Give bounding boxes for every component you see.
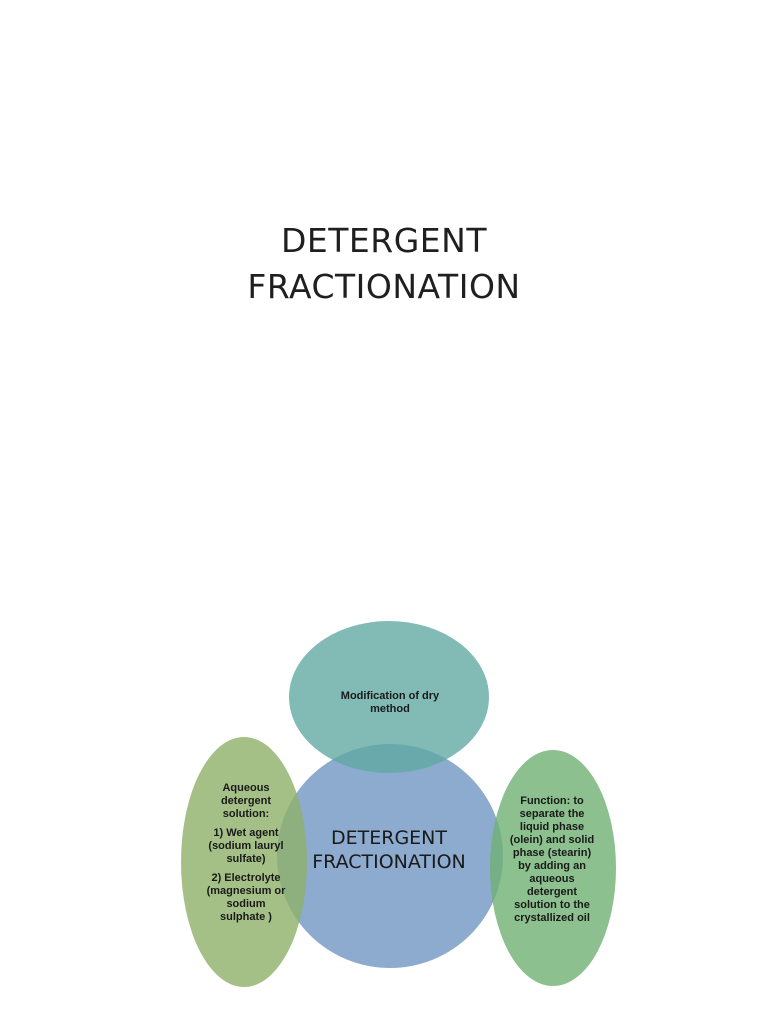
page-title: DETERGENT FRACTIONATION [0, 218, 768, 310]
center-circle [277, 744, 503, 968]
left-ellipse-label: Aqueous detergent solution: 1) Wet agent… [196, 782, 296, 930]
title-line-1: DETERGENT [281, 221, 487, 260]
title-line-2: FRACTIONATION [247, 267, 521, 306]
right-ellipse [490, 750, 616, 986]
left-item-2: 2) Electrolyte (magnesium or sodium sulp… [206, 872, 286, 923]
center-circle-label: DETERGENT FRACTIONATION [312, 827, 466, 873]
left-ellipse [181, 737, 307, 987]
right-ellipse-label: Function: to separate the liquid phase (… [509, 795, 595, 924]
top-ellipse [289, 621, 489, 773]
left-heading: Aqueous detergent solution: [220, 782, 272, 820]
top-ellipse-label: Modification of dry method [340, 690, 440, 715]
left-item-1: 1) Wet agent (sodium lauryl sulfate) [208, 827, 284, 865]
